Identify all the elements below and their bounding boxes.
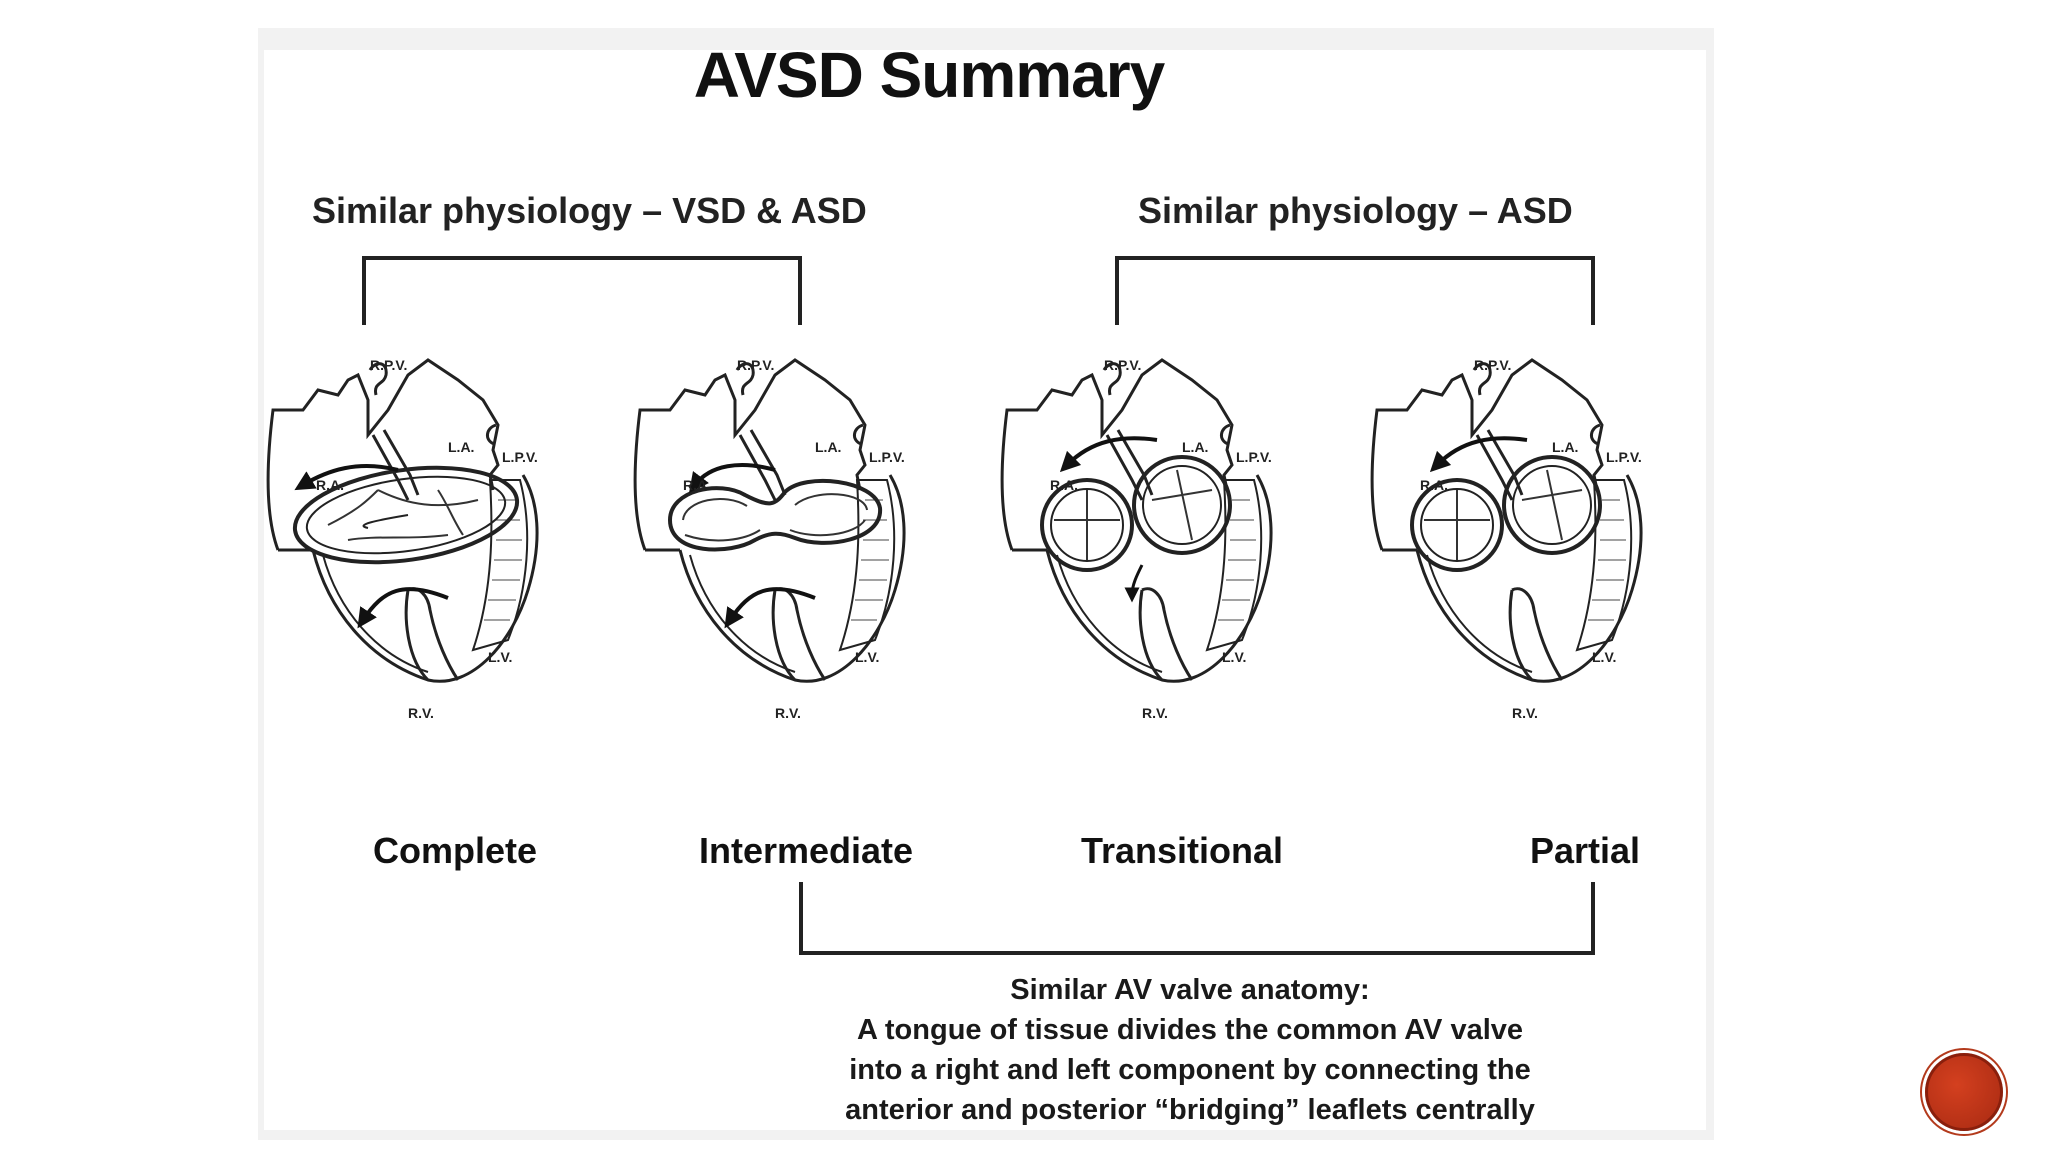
chamber-labels-2: R.P.V. L.A. L.P.V. R.A. L.V. R.V. — [683, 357, 905, 721]
case-label-complete: Complete — [372, 830, 538, 871]
label-la: L.A. — [1182, 439, 1208, 455]
label-lv: L.V. — [1222, 649, 1246, 665]
label-la: L.A. — [815, 439, 841, 455]
label-lv: L.V. — [1592, 649, 1616, 665]
chamber-labels-1: R.P.V. L.A. L.P.V. R.A. L.V. R.V. — [316, 357, 538, 721]
label-lv: L.V. — [855, 649, 879, 665]
heart-transitional — [1000, 358, 1273, 683]
case-label-intermediate: Intermediate — [698, 830, 914, 871]
chamber-labels-4: R.P.V. L.A. L.P.V. R.A. L.V. R.V. — [1420, 357, 1642, 721]
group-label-vsd-asd: Similar physiology – VSD & ASD — [312, 190, 867, 231]
av-valve-heading: Similar AV valve anatomy: — [1010, 974, 1370, 1006]
label-ra: R.A. — [1050, 477, 1078, 493]
slide-title-text: AVSD Summary — [693, 39, 1166, 111]
heart-complete — [266, 358, 539, 683]
label-rpv: R.P.V. — [1474, 357, 1511, 373]
bracket-av-valve — [799, 882, 1595, 955]
label-lv: L.V. — [488, 649, 512, 665]
slide-title: AVSD Summary — [0, 38, 2048, 112]
label-lpv: L.P.V. — [869, 449, 905, 465]
case-label-partial: Partial — [1529, 830, 1641, 871]
slide-nav-button[interactable] — [1925, 1053, 2003, 1131]
label-lpv: L.P.V. — [502, 449, 538, 465]
av-valve-line-2: A tongue of tissue divides the common AV… — [856, 1014, 1524, 1046]
bracket-asd — [1115, 256, 1595, 325]
label-rpv: R.P.V. — [1104, 357, 1141, 373]
label-lpv: L.P.V. — [1606, 449, 1642, 465]
av-valve-line-3: into a right and left component by conne… — [849, 1054, 1531, 1086]
label-la: L.A. — [448, 439, 474, 455]
chamber-labels-3: R.P.V. L.A. L.P.V. R.A. L.V. R.V. — [1050, 357, 1272, 721]
label-la: L.A. — [1552, 439, 1578, 455]
label-ra: R.A. — [1420, 477, 1448, 493]
label-rpv: R.P.V. — [370, 357, 407, 373]
heart-partial — [1370, 358, 1643, 683]
label-rpv: R.P.V. — [737, 357, 774, 373]
label-rv: R.V. — [1142, 705, 1168, 721]
case-label-transitional: Transitional — [1080, 830, 1284, 871]
slide-content — [264, 50, 1706, 1130]
av-valve-description: Similar AV valve anatomy: A tongue of ti… — [810, 970, 1570, 1130]
label-rv: R.V. — [775, 705, 801, 721]
label-ra: R.A. — [316, 477, 344, 493]
label-rv: R.V. — [1512, 705, 1538, 721]
label-ra: R.A. — [683, 477, 711, 493]
label-rv: R.V. — [408, 705, 434, 721]
label-lpv: L.P.V. — [1236, 449, 1272, 465]
bracket-vsd-asd — [362, 256, 802, 325]
av-valve-line-4: anterior and posterior “bridging” leafle… — [845, 1094, 1535, 1126]
group-label-asd: Similar physiology – ASD — [1138, 190, 1573, 231]
heart-intermediate — [633, 358, 906, 683]
